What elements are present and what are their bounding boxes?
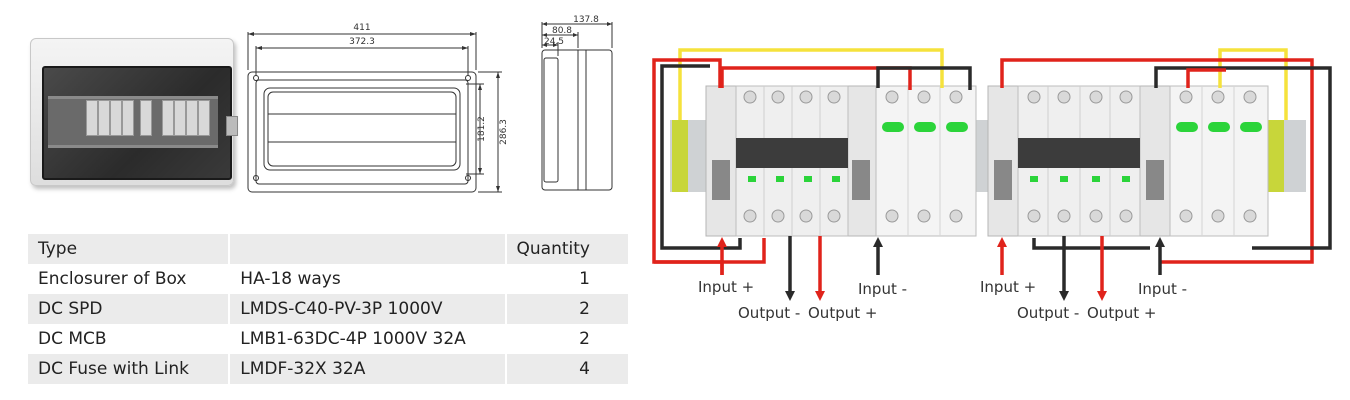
wiring-diagram: Input + Input - Output - Output + Input … (652, 48, 1332, 322)
row-model: LMDS-C40-PV-3P 1000V (228, 294, 506, 324)
table-row: DC SPD LMDS-C40-PV-3P 1000V 2 (28, 294, 628, 324)
table-row: Enclosurer of Box HA-18 ways 1 (28, 264, 628, 294)
positive-wire (654, 238, 766, 264)
earth-terminal (1268, 120, 1284, 192)
negative-wire (1154, 66, 1332, 250)
dim-height-outer: 286.3 (499, 119, 509, 145)
label-output-plus-1: Output + (808, 304, 877, 322)
breaker-module (186, 100, 198, 136)
row-type: Enclosurer of Box (38, 269, 187, 289)
fuse-holder-group (705, 85, 877, 237)
negative-wire (660, 64, 742, 250)
label-input-plus-1: Input + (698, 278, 754, 296)
row-quantity: 1 (504, 264, 628, 294)
terminal-screws (743, 90, 1257, 223)
positive-wire (1186, 68, 1226, 88)
header-model (228, 234, 506, 264)
table-header-row: Type Quantity (28, 234, 628, 264)
front-view-drawing: 411 372.3 181.2 286.3 (247, 23, 509, 193)
row-quantity: 2 (504, 294, 628, 324)
breaker-module (174, 100, 186, 136)
table-row: DC MCB LMB1-63DC-4P 1000V 32A 2 (28, 324, 628, 354)
dim-depth-mid: 80.8 (552, 26, 572, 36)
row-quantity: 4 (504, 354, 628, 384)
label-input-minus-2: Input - (1138, 280, 1187, 298)
dim-height-inner: 181.2 (477, 116, 487, 142)
dim-width-outer: 411 (353, 23, 370, 33)
dim-width-inner: 372.3 (349, 37, 375, 47)
breaker-module (86, 100, 98, 136)
table-row: DC Fuse with Link LMDF-32X 32A 4 (28, 354, 628, 384)
row-type: DC MCB (38, 329, 107, 349)
breaker-module (140, 100, 152, 136)
fuse-holder-group (987, 85, 1171, 237)
breaker-module (162, 100, 174, 136)
label-input-plus-2: Input + (980, 278, 1036, 296)
label-output-plus-2: Output + (1087, 304, 1156, 322)
header-type: Type (38, 239, 78, 259)
enclosure-photo (30, 38, 240, 190)
dim-depth-outer: 137.8 (573, 15, 599, 25)
positive-wire (1000, 58, 1314, 264)
row-model: HA-18 ways (228, 264, 506, 294)
row-model: LMB1-63DC-4P 1000V 32A (228, 324, 506, 354)
mcb-4p (735, 85, 849, 237)
label-input-minus-1: Input - (858, 280, 907, 298)
breaker-module (198, 100, 210, 136)
side-view-drawing: 137.8 80.8 24.5 (541, 15, 613, 191)
row-quantity: 2 (504, 324, 628, 354)
label-output-minus-2: Output - (1017, 304, 1079, 322)
breaker-module (110, 100, 122, 136)
negative-wire (876, 66, 972, 90)
row-type: DC SPD (38, 299, 103, 319)
negative-wire (1032, 238, 1150, 250)
parts-table: Type Quantity Enclosurer of Box HA-18 wa… (28, 234, 628, 384)
header-quantity: Quantity (504, 234, 628, 264)
positive-wire (720, 66, 912, 90)
earth-terminal (672, 120, 688, 192)
door-latch (226, 116, 238, 136)
breaker-module (122, 100, 134, 136)
mcb-4p (1017, 85, 1141, 237)
row-model: LMDF-32X 32A (228, 354, 506, 384)
label-output-minus-1: Output - (738, 304, 800, 322)
breaker-module (98, 100, 110, 136)
row-type: DC Fuse with Link (38, 359, 189, 379)
dim-depth-inner: 24.5 (544, 37, 564, 47)
